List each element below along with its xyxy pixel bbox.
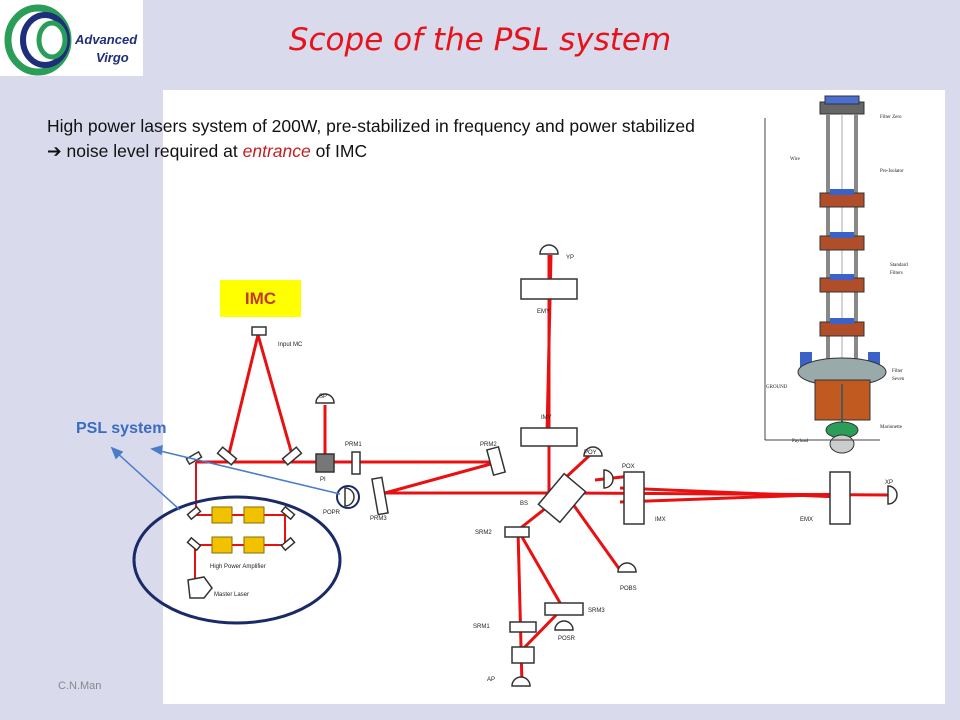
psl-system-label: PSL system — [76, 420, 167, 437]
tower-label-filter: Filter — [892, 369, 903, 374]
suspension-tower: Filter Zero Wire Pre-Isolator Standard F… — [764, 95, 908, 454]
tower-label-marionette: Marionette — [880, 425, 903, 430]
tower-label-standard: Standard — [890, 263, 908, 268]
psl-beams — [194, 462, 286, 585]
imc-label-box: IMC — [220, 280, 301, 317]
psl-pointer-arrows — [110, 444, 341, 511]
label-sp: SP — [319, 394, 327, 400]
label-prm2: PRM2 — [480, 442, 497, 448]
tower-label-wire: Wire — [790, 157, 801, 162]
page-title: Scope of the PSL system — [288, 22, 672, 58]
tower-label-payload: Payload — [792, 439, 809, 444]
label-ap: AP — [487, 677, 495, 683]
logo-line1: Advanced — [75, 32, 138, 47]
label-imy: IMY — [541, 415, 552, 421]
label-srm1: SRM1 — [473, 624, 490, 630]
tower-label-seven: Seven — [892, 377, 905, 382]
laser-beams — [196, 254, 891, 686]
arrow-icon: ➔ — [47, 141, 62, 161]
description-emphasis: entrance — [242, 141, 311, 161]
label-popr: POPR — [323, 510, 341, 516]
tower-label-filters: Filters — [890, 271, 903, 276]
description-part1: High power lasers system of 200W, pre-st… — [47, 116, 695, 136]
label-prm3: PRM3 — [370, 516, 387, 522]
author-footer: C.N.Man — [58, 680, 102, 692]
description-part3: of IMC — [310, 141, 368, 161]
photodiodes — [315, 244, 898, 687]
label-posr: POSR — [558, 636, 576, 642]
label-hpa: High Power Amplifier — [210, 564, 266, 570]
label-xp: XP — [885, 480, 893, 486]
label-pi: PI — [320, 477, 326, 483]
label-master-laser: Master Laser — [214, 592, 249, 598]
label-emx: EMX — [800, 517, 813, 523]
label-emy: EMY — [537, 309, 550, 315]
tower-label-filter-zero: Filter Zero — [880, 115, 902, 120]
label-prm1: PRM1 — [345, 442, 362, 448]
advanced-virgo-logo: Advanced Virgo — [0, 0, 143, 76]
psl-highlight-ellipse — [132, 495, 342, 625]
label-imx: IMX — [655, 517, 666, 523]
description-text: High power lasers system of 200W, pre-st… — [47, 114, 707, 164]
label-poy: POY — [584, 450, 597, 456]
label-srm3: SRM3 — [588, 608, 605, 614]
psl-mirrors — [186, 505, 296, 599]
label-yp: YP — [566, 255, 574, 261]
logo-swirl-icon — [4, 4, 72, 76]
logo-line2: Virgo — [96, 50, 129, 65]
label-bs: BS — [520, 501, 528, 507]
tower-label-ground: GROUND — [766, 385, 788, 390]
tower-label-pre-isolator: Pre-Isolator — [880, 169, 904, 174]
amplifier-crystals — [211, 506, 265, 554]
description-part2: noise level required at — [61, 141, 243, 161]
interferometer-optics — [185, 278, 851, 664]
label-pox: POX — [622, 464, 635, 470]
label-srm2: SRM2 — [475, 530, 492, 536]
label-pobs: POBS — [620, 586, 637, 592]
popr-highlight-circle — [336, 485, 360, 509]
label-input-mc: Input MC — [278, 342, 303, 348]
